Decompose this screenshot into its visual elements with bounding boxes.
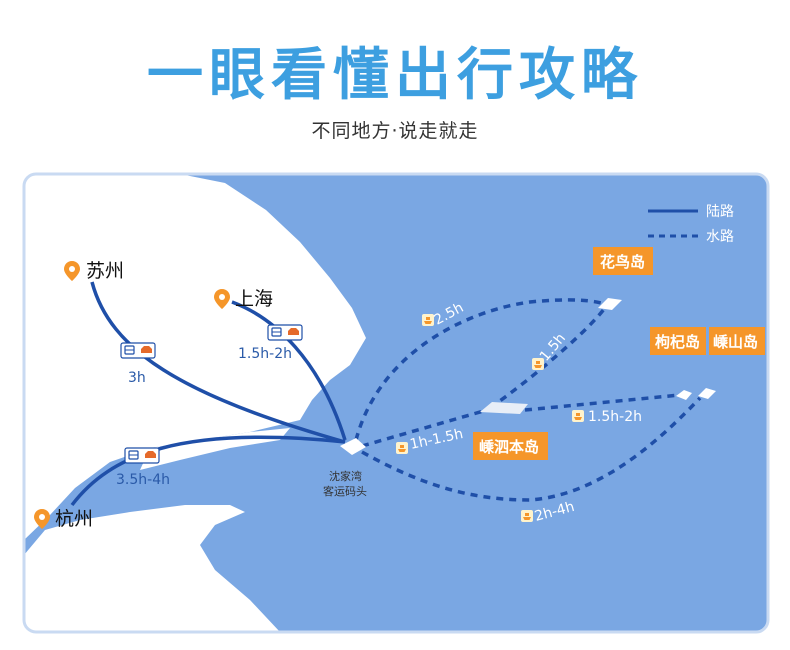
car-icon: [288, 328, 299, 335]
legend-water-label: 水路: [706, 229, 734, 245]
transport-badge-hangzhou: [124, 447, 160, 464]
sea-route-pier-shengsi: [361, 408, 488, 448]
land-time-hangzhou: 3.5h-4h: [116, 472, 170, 488]
page-subtitle: 不同地方·说走就走: [311, 120, 479, 142]
island-shengshan-label: 嵊山岛: [713, 333, 758, 351]
city-shanghai: 上海: [235, 288, 273, 310]
pier-name-line1: 沈家湾: [329, 469, 362, 483]
land-route-suzhou: [90, 281, 346, 444]
island-tag-shengshan: 嵊山岛: [709, 327, 765, 355]
legend-land-label: 陆路: [706, 204, 734, 220]
city-hangzhou: 杭州: [55, 508, 93, 530]
sea-route-shengsi-huaniao: [488, 304, 609, 410]
transport-badge-shanghai: [267, 324, 303, 341]
sea-time-shengsi-gouqi: 1.5h-2h: [588, 409, 642, 425]
land-route-shanghai: [231, 300, 347, 441]
mainland-north: [24, 174, 366, 540]
land-time-shanghai: 1.5h-2h: [238, 346, 292, 362]
island-shengshan-shape: [698, 388, 716, 399]
bus-icon: [124, 345, 135, 355]
bus-icon: [271, 327, 282, 337]
sea-route-pier-gouqi: [361, 396, 702, 502]
island-tag-huaniao: 花鸟岛: [593, 247, 653, 275]
car-icon: [141, 346, 152, 353]
land-route-hangzhou: [70, 435, 346, 507]
island-tag-gouqi: 枸杞岛: [650, 327, 706, 355]
car-icon: [145, 451, 156, 458]
sea-route-pier-huaniao: [354, 298, 608, 441]
pier-name-line2: 客运码头: [323, 484, 367, 498]
ferry-icon: [396, 442, 408, 454]
mainland-south: [24, 505, 280, 632]
pier-marker: [340, 438, 366, 455]
ferry-icon: [521, 510, 533, 522]
island-gouqi-label: 枸杞岛: [655, 333, 700, 351]
page-title: 一眼看懂出行攻略: [147, 43, 643, 108]
island-shengsi-label: 嵊泗本岛: [479, 438, 539, 456]
land-time-suzhou: 3h: [128, 370, 146, 386]
island-tag-shengsi: 嵊泗本岛: [473, 432, 548, 460]
ferry-icon: [572, 410, 584, 422]
island-huaniao-shape: [598, 298, 622, 310]
island-shengsi-shape: [480, 402, 528, 414]
city-suzhou: 苏州: [86, 260, 124, 282]
bus-icon: [128, 450, 139, 460]
island-gouqi-shape: [676, 390, 692, 400]
island-huaniao-label: 花鸟岛: [600, 253, 645, 271]
transport-badge-suzhou: [120, 342, 156, 359]
